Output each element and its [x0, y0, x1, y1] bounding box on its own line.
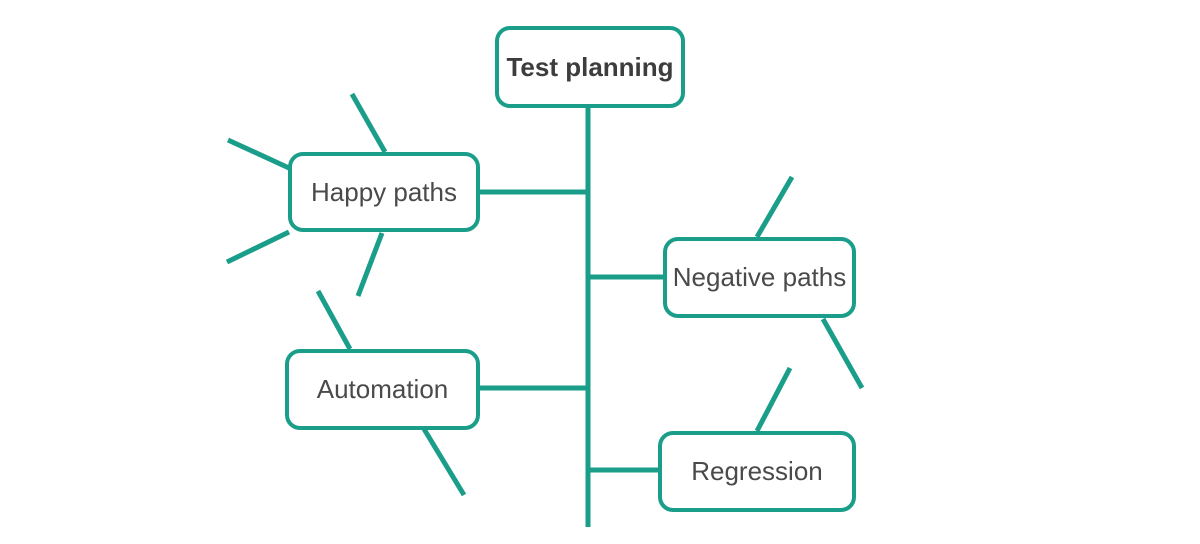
line-happy-paths-stub-top	[349, 92, 388, 154]
line-happy-paths-stub-bottom	[355, 232, 385, 297]
line-negative-paths-stub-bottom	[820, 317, 865, 390]
node-label-test-planning: Test planning	[506, 51, 674, 82]
node-regression[interactable]: Regression	[658, 431, 856, 512]
line-automation-stub-top	[315, 289, 353, 351]
line-regression-stub-top	[754, 366, 793, 433]
node-label-automation: Automation	[316, 374, 449, 404]
node-automation[interactable]: Automation	[285, 349, 480, 430]
node-label-regression: Regression	[691, 456, 823, 486]
line-happy-paths-stub-upper-left	[226, 137, 291, 171]
line-negative-paths-stub-top	[754, 175, 795, 239]
line-happy-paths-stub-lower-left	[225, 229, 291, 265]
node-negative-paths[interactable]: Negative paths	[663, 237, 856, 318]
node-label-happy-paths: Happy paths	[311, 176, 457, 207]
node-label-negative-paths: Negative paths	[672, 262, 847, 292]
node-test-planning[interactable]: Test planning	[495, 26, 685, 108]
node-happy-paths[interactable]: Happy paths	[288, 152, 480, 232]
line-automation-stub-bottom	[421, 427, 467, 497]
